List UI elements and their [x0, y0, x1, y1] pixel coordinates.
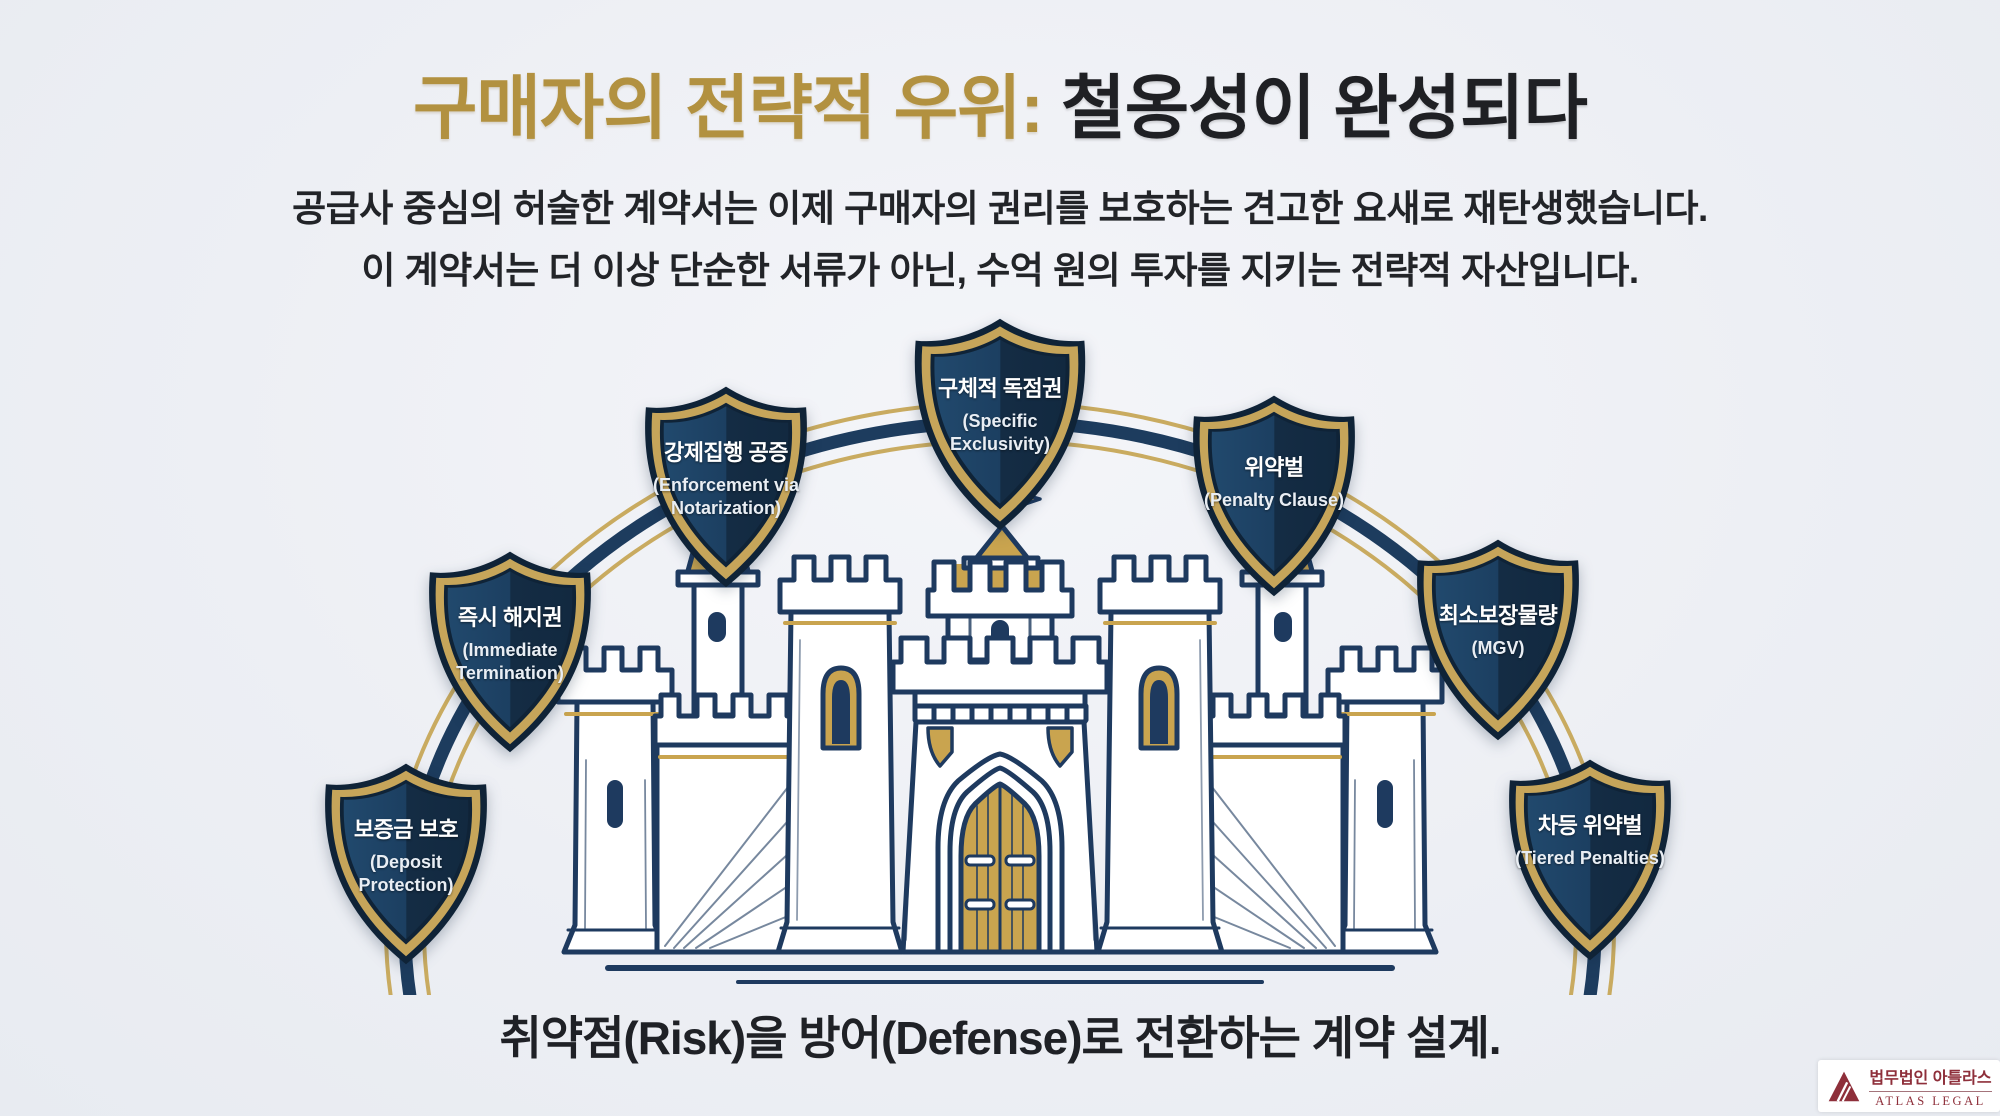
shield-korean-label: 위약벌 [1244, 455, 1304, 480]
bottom-caption: 취약점(Risk)을 방어(Defense)로 전환하는 계약 설계. [499, 1012, 1501, 1064]
shield-english-label: (Enforcement via Notarization) [652, 475, 800, 519]
shield-penalty-clause: 위약벌 (Penalty Clause) [1184, 392, 1364, 599]
subtitle-line1: 공급사 중심의 허술한 계약서는 이제 구매자의 권리를 보호하는 견고한 요새… [292, 188, 1708, 229]
shield-english-label: (Penalty Clause) [1203, 490, 1345, 510]
logo-english-name: ATLAS LEGAL [1875, 1093, 1986, 1108]
subtitle-line2: 이 계약서는 더 이상 단순한 서류가 아닌, 수억 원의 투자를 지키는 전략… [361, 250, 1639, 291]
shield-korean-label: 강제집행 공증 [663, 440, 789, 465]
shield-korean-label: 보증금 보호 [353, 817, 459, 842]
shield-tiered-penalties: 차등 위약벌 (Tiered Penalties) [1500, 756, 1680, 963]
shield-english-label: (Specific Exclusivity) [949, 411, 1051, 455]
shield-korean-label: 구체적 독점권 [937, 376, 1063, 401]
logo-korean-name: 법무법인 아틀라스 [1869, 1064, 1992, 1092]
shield-specific-exclusivity: 구체적 독점권 (Specific Exclusivity) [905, 315, 1095, 533]
subtitle: 공급사 중심의 허술한 계약서는 이제 구매자의 권리를 보호하는 견고한 요새… [0, 178, 2000, 302]
shield-english-label: (Immediate Termination) [456, 640, 564, 684]
shield-english-label: (MGV) [1471, 638, 1525, 658]
title-dark-part: 철옹성이 완성되다 [1042, 69, 1588, 147]
shield-english-label: (Tiered Penalties) [1515, 848, 1665, 868]
title-gold-part: 구매자의 전략적 우위: [413, 69, 1044, 147]
shield-korean-label: 차등 위약벌 [1537, 813, 1643, 838]
shield-immediate-termination: 즉시 해지권 (Immediate Termination) [420, 548, 600, 755]
shield-korean-label: 최소보장물량 [1438, 603, 1558, 628]
shield-deposit-protection: 보증금 보호 (Deposit Protection) [316, 760, 496, 967]
shield-enforcement-notarization: 강제집행 공증 (Enforcement via Notarization) [636, 383, 816, 590]
atlas-legal-logo: 법무법인 아틀라스 ATLAS LEGAL [1818, 1060, 2000, 1112]
shield-mgv: 최소보장물량 (MGV) [1408, 536, 1588, 743]
shield-korean-label: 즉시 해지권 [457, 605, 563, 630]
logo-text: 법무법인 아틀라스 ATLAS LEGAL [1869, 1064, 1992, 1109]
page-title: 구매자의 전략적 우위: 철옹성이 완성되다 [0, 52, 2000, 153]
shield-english-label: (Deposit Protection) [358, 852, 454, 896]
atlas-mountain-icon [1828, 1071, 1860, 1102]
